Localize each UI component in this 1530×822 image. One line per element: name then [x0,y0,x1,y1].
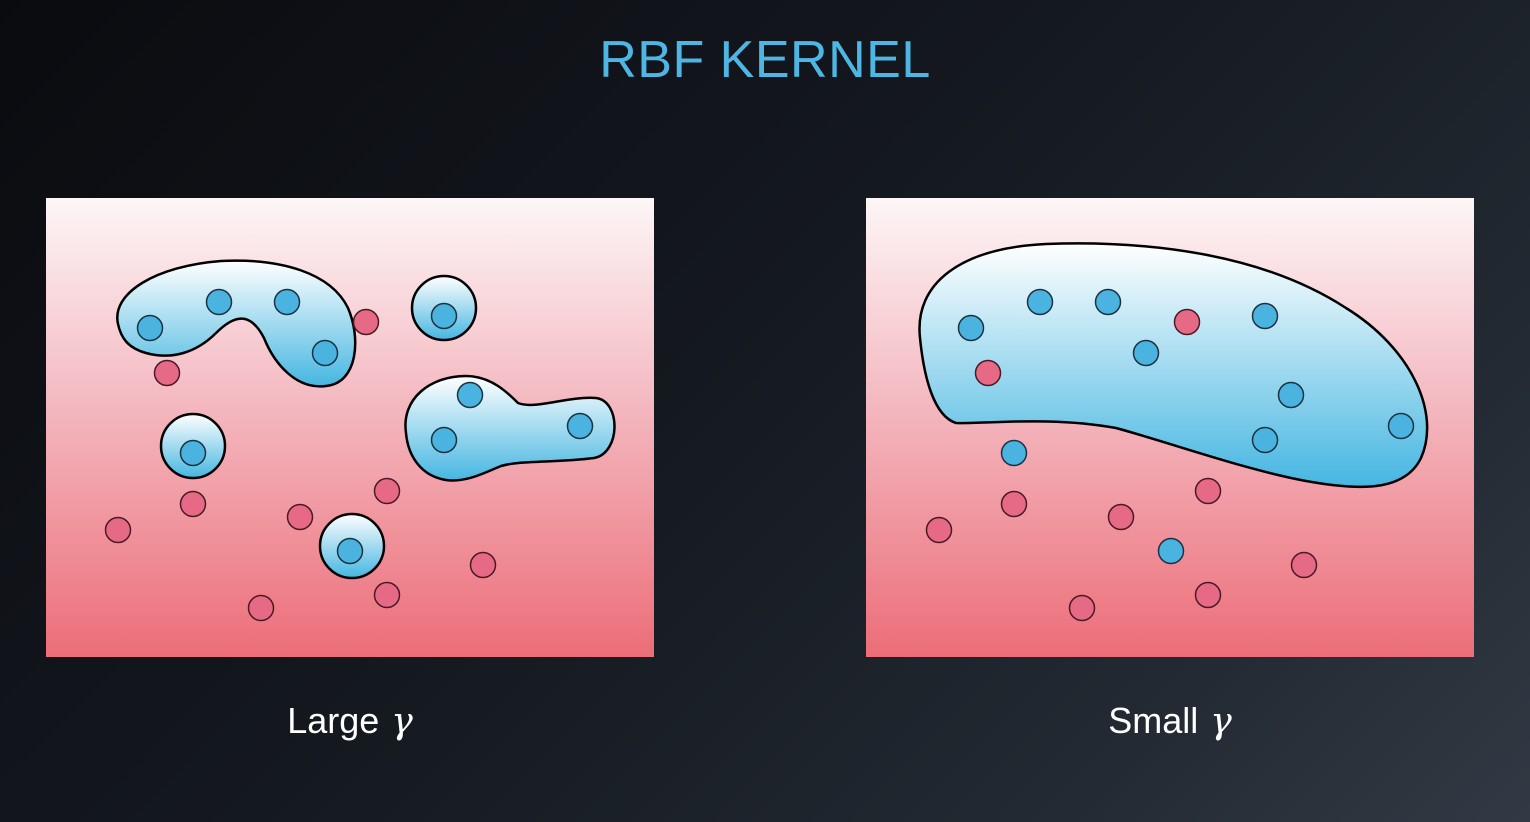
slide-title: RBF KERNEL [599,31,931,89]
small-gamma-diagram [866,198,1474,657]
positive-point [957,314,985,342]
small-gamma-panel [866,198,1474,657]
negative-points [925,308,1318,622]
positive-point [1387,412,1415,440]
large-gamma-diagram [46,198,654,657]
negative-point [1194,477,1222,505]
negative-point [469,551,497,579]
positive-point [1094,288,1122,316]
negative-point [974,359,1002,387]
gamma-symbol: γ [391,701,413,742]
positive-point [1132,339,1160,367]
positive-point [336,537,364,565]
positive-point [1157,537,1185,565]
positive-point [179,439,207,467]
negative-point [1194,581,1222,609]
large-gamma-panel [46,198,654,657]
negative-point [373,477,401,505]
negative-point [247,594,275,622]
positive-points [957,288,1415,565]
negative-point [1290,551,1318,579]
positive-point [430,426,458,454]
positive-point [1251,426,1279,454]
positive-point [136,314,164,342]
negative-point [373,581,401,609]
negative-point [1173,308,1201,336]
negative-point [925,516,953,544]
decision-region-dumbbell [404,374,616,482]
positive-point [311,339,339,367]
positive-point [430,302,458,330]
gamma-symbol: γ [1210,701,1232,742]
positive-point [456,381,484,409]
negative-point [1068,594,1096,622]
positive-point [1251,302,1279,330]
positive-point [1277,381,1305,409]
negative-point [1000,490,1028,518]
caption-text: Large [287,700,380,741]
positive-points [136,288,594,565]
negative-points [104,308,497,622]
negative-point [104,516,132,544]
negative-point [179,490,207,518]
negative-point [352,308,380,336]
negative-point [1107,503,1135,531]
positive-point [566,412,594,440]
positive-point [205,288,233,316]
negative-point [286,503,314,531]
caption-text: Small [1108,700,1199,741]
negative-point [153,359,181,387]
positive-point [1000,439,1028,467]
positive-point [273,288,301,316]
positive-point [1026,288,1054,316]
